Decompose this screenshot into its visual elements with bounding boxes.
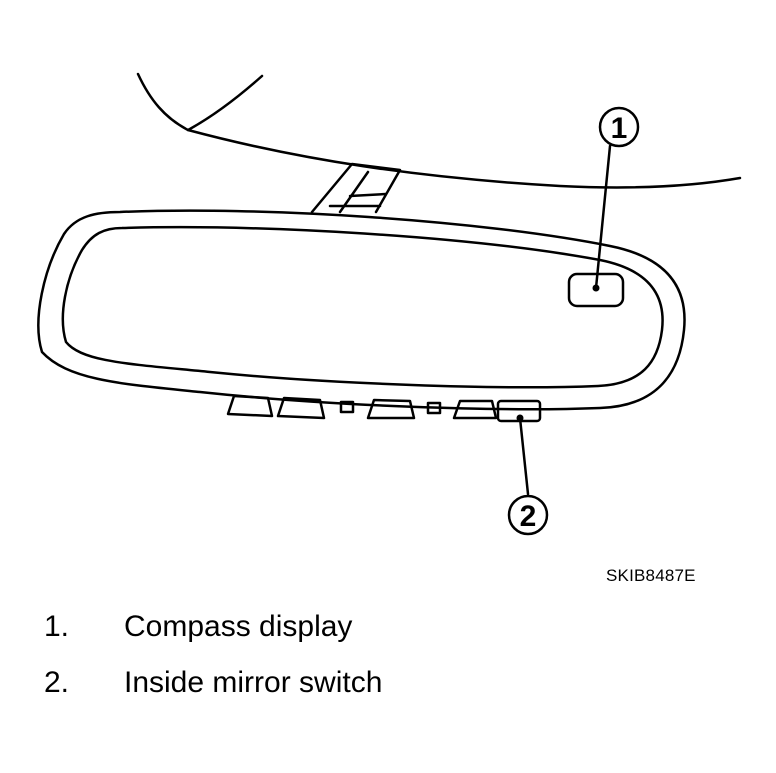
mirror-mount	[310, 162, 402, 214]
callout-circle-1	[598, 106, 640, 148]
callout-label-2: 2	[520, 500, 537, 533]
figure-code: SKIB8487E	[606, 566, 696, 585]
mirror-diagram: 1 2	[37, 72, 742, 536]
leader-line-2	[518, 416, 530, 496]
compass-display	[567, 272, 625, 308]
legend-text: Inside mirror switch	[124, 666, 383, 699]
callout-circle-2	[507, 494, 549, 536]
mirror-housing	[37, 209, 686, 411]
headliner-inner-line	[186, 74, 264, 132]
mirror-button-row	[226, 394, 542, 423]
legend-text: Compass display	[124, 610, 353, 643]
legend-list: 1. Compass display 2. Inside mirror swit…	[44, 610, 382, 722]
leader-line-1	[594, 144, 612, 290]
legend-item: 2. Inside mirror switch	[44, 666, 382, 722]
headliner-outline	[136, 72, 742, 189]
legend-number: 2.	[44, 666, 70, 699]
callout-label-1: 1	[611, 112, 628, 145]
legend-number: 1.	[44, 610, 70, 643]
mirror-glass	[61, 225, 664, 389]
legend-item: 1. Compass display	[44, 610, 382, 666]
